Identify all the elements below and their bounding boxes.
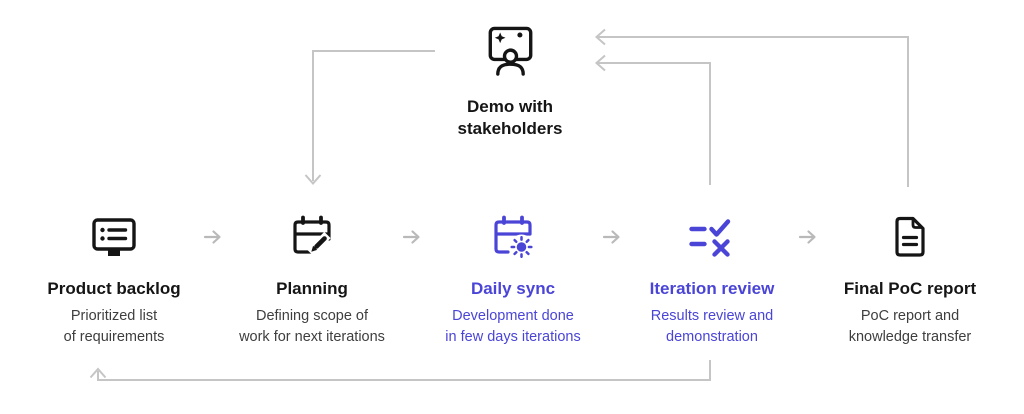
stage-final-poc-report: Final PoC report PoC report and knowledg… (815, 206, 1005, 348)
stage-planning: Planning Defining scope of work for next… (217, 206, 407, 348)
connector-demo-to-planning (304, 50, 435, 186)
stage-title: Daily sync (470, 279, 556, 298)
stage-title: Iteration review (649, 279, 775, 298)
connector-iteration-review-to-backlog (89, 360, 711, 381)
stage-title: Product backlog (47, 279, 181, 298)
stage-title: Final PoC report (843, 279, 977, 298)
connector-iteration-review-to-demo (594, 54, 711, 185)
connector-final-report-to-demo (594, 28, 909, 187)
calendar-sun-icon (418, 206, 608, 258)
stage-subtitle: Results review and demonstration (650, 308, 774, 345)
stage-product-backlog: Product backlog Prioritized list of requ… (19, 206, 209, 348)
stage-subtitle: PoC report and knowledge transfer (848, 308, 972, 345)
stage-daily-sync: Daily sync Development done in few days … (418, 206, 608, 348)
flow-arrow-icon (799, 230, 816, 244)
stage-title: Planning (276, 279, 348, 298)
flow-arrow-icon (204, 230, 221, 244)
flow-arrow-icon (403, 230, 420, 244)
flow-arrow-icon (603, 230, 620, 244)
calendar-pencil-icon (217, 206, 407, 258)
stage-subtitle: Prioritized list of requirements (63, 308, 165, 345)
demo-with-stakeholders-block: Demo with stakeholders (415, 25, 605, 140)
check-cross-list-icon (617, 206, 807, 258)
monitor-list-icon (19, 206, 209, 258)
document-report-icon (815, 206, 1005, 258)
presentation-audience-icon (415, 25, 605, 76)
stage-subtitle: Defining scope of work for next iteratio… (239, 308, 385, 345)
demo-with-stakeholders-label: Demo with stakeholders (457, 97, 563, 138)
stage-iteration-review: Iteration review Results review and demo… (617, 206, 807, 348)
stage-subtitle: Development done in few days iterations (445, 308, 581, 345)
